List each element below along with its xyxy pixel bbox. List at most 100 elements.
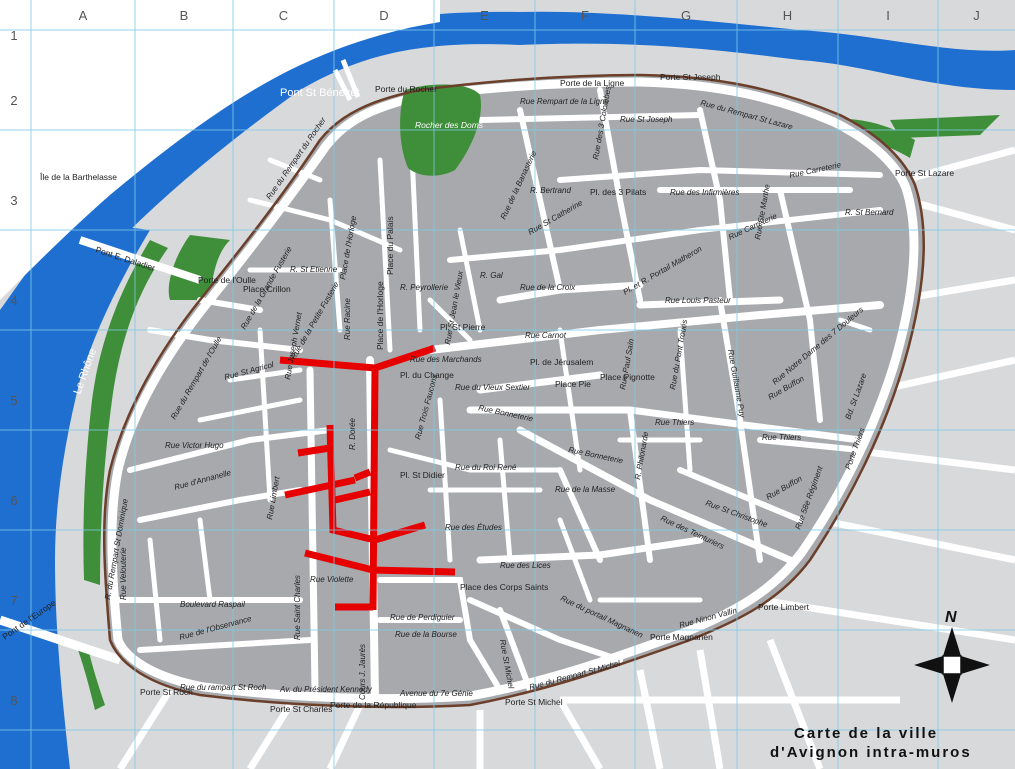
street-rue-perdiguier: Rue de Perdiguier (390, 613, 455, 622)
place-st-pierre: Pl. St Pierre (440, 322, 486, 332)
grid-column-label: J (973, 8, 980, 23)
pont-daladier (78, 236, 202, 284)
place-labels: Place Crillon Place de l'Horloge Place d… (243, 187, 655, 592)
place-trois-pilats: Pl. des 3 Pilats (590, 187, 646, 197)
grid-column-label: D (379, 8, 388, 23)
gate-porte-oulle: Porte de l'Oulle (198, 275, 256, 285)
route-segment-branch-2 (297, 444, 331, 457)
route-segment-cours (369, 367, 379, 611)
grid-row-label: 4 (10, 293, 17, 308)
ile-barthelasse (0, 0, 440, 300)
pont-europe (0, 615, 122, 665)
street-cours-jean-jaures: Cours J. Jaurès (358, 644, 367, 700)
place-palais: Place du Palais (385, 216, 395, 275)
street-rue-peyrollerie: R. Peyrollerie (400, 283, 449, 292)
street-rue-masse: Rue de la Masse (555, 485, 616, 494)
gate-porte-limbert: Porte Limbert (758, 602, 810, 612)
grid-row-label: 8 (10, 693, 17, 708)
place-st-didier: Pl. St Didier (400, 470, 445, 480)
grid-column-label: I (886, 8, 890, 23)
grid-row-label: 5 (10, 393, 17, 408)
place-jerusalem: Pl. de Jérusalem (530, 357, 593, 367)
place-change: Pl. du Change (400, 370, 454, 380)
street-rue-thiers: Rue Thiers (655, 418, 694, 427)
map-title-line2: d'Avignon intra-muros (770, 744, 972, 761)
street-rue-croix: Rue de la Croix (520, 283, 576, 292)
street-rue-violette: Rue Violette (310, 575, 354, 584)
street-rue-st-etienne: R. St Etienne (290, 265, 338, 274)
garden-label-rocher: Rocher des Doms (415, 120, 484, 130)
route-segment-branch-3 (284, 476, 356, 499)
pont-st-benezet (332, 59, 361, 102)
gate-porte-st-michel: Porte St Michel (505, 697, 563, 707)
place-horloge: Place de l'Horloge (375, 281, 385, 350)
grid-column-label: G (681, 8, 691, 23)
grid-column-label: A (79, 8, 88, 23)
grid-row-label: 3 (10, 193, 17, 208)
gate-porte-st-charles: Porte St Charles (270, 704, 332, 714)
compass-rose: N (914, 609, 990, 703)
grid-column-label: F (581, 8, 589, 23)
highlighted-route (279, 344, 456, 611)
grid-row-label: 7 (10, 593, 17, 608)
street-rue-velouterie: Rue Velouterie (119, 547, 128, 600)
gate-pont-st-benezet: Pont St Bénézet (280, 87, 360, 99)
street-rue-etudes: Rue des Études (445, 523, 502, 532)
street-rue-vieux-sextier: Rue du Vieux Sextier (455, 383, 530, 392)
street-rue-saint-charles: Rue Saint Charles (293, 575, 302, 640)
street-rue-bourse: Rue de la Bourse (395, 630, 457, 639)
street-av-kennedy: Av. du Président Kennedy (279, 685, 373, 694)
street-rue-doree: R. Dorée (348, 417, 357, 450)
island-label: Île de la Barthelasse (39, 172, 117, 182)
gate-porte-republique: Porte de la République (330, 700, 417, 710)
street-rue-infirmieres: Rue des Infirmières (670, 188, 739, 197)
place-crillon: Place Crillon (243, 284, 291, 294)
street-rue-des-lices: Rue des Lices (500, 561, 551, 570)
street-rue-des-marchands: Rue des Marchands (410, 355, 482, 364)
grid-column-label: E (480, 8, 489, 23)
gate-porte-st-joseph: Porte St Joseph (660, 72, 721, 82)
ne-garden-2 (890, 115, 1000, 138)
city-intramuros (104, 75, 924, 707)
map-title-line1: Carte de la ville (794, 725, 938, 742)
grid-row-label: 2 (10, 93, 17, 108)
street-rue-louis-pasteur: Rue Louis Pasteur (665, 296, 731, 305)
street-rue-st-bernard: R. St Bernard (845, 208, 894, 217)
grid-column-label: B (180, 8, 189, 23)
city-wall (102, 73, 925, 709)
west-bank-garden (83, 240, 168, 585)
street-boulevard-raspail: Boulevard Raspail (180, 600, 245, 609)
street-rue-bertrand: R. Bertrand (530, 186, 571, 195)
street-av-7e-genie: Avenue du 7e Génie (399, 689, 473, 698)
route-segment-branch-4 (334, 488, 371, 504)
gate-porte-rocher: Porte du Rocher (375, 84, 437, 94)
street-rue-gal: R. Gal (480, 271, 503, 280)
route-segment-branch-6 (304, 549, 456, 576)
gate-porte-st-lazare: Porte St Lazare (895, 168, 954, 178)
west-bank-garden-2 (168, 235, 230, 300)
grid-column-label: H (783, 8, 792, 23)
street-rue-carnot: Rue Carnot (525, 331, 567, 340)
gate-porte-ligne: Porte de la Ligne (560, 78, 625, 88)
street-rue-rempart-st-roch: Rue du rampart St Roch (180, 683, 267, 692)
route-segment-branch-1 (326, 424, 427, 544)
grid-row-label: 1 (10, 28, 17, 43)
gate-porte-st-roch: Porte St Roch (140, 687, 193, 697)
grid-column-label: C (279, 8, 288, 23)
compass-north-label: N (945, 609, 957, 626)
street-rue-thiers-2: Rue Thiers (762, 433, 801, 442)
route-segment-branch-5 (353, 468, 372, 482)
place-pignotte: Place Pignotte (600, 372, 655, 382)
south-garden (78, 648, 105, 710)
street-rempart-ligne: Rue Rempart de la Ligne (520, 97, 609, 106)
street-rue-racine: Rue Racine (343, 298, 352, 340)
street-rue-st-joseph: Rue St Joseph (620, 115, 673, 124)
compass-arrow-icon (914, 627, 990, 703)
gate-porte-magnanen: Porte Magnanen (650, 632, 713, 642)
place-corps-saints: Place des Corps Saints (460, 582, 548, 592)
street-rue-victor-hugo: Rue Victor Hugo (165, 441, 224, 450)
